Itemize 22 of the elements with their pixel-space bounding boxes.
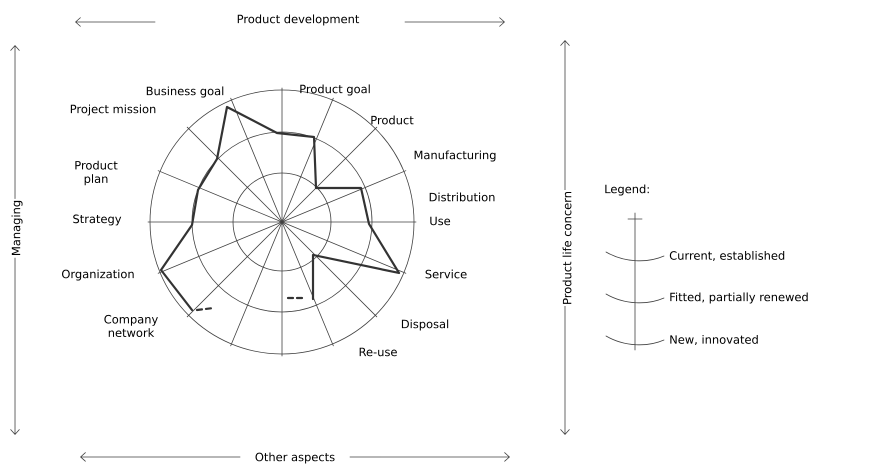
axis-label: Managing (10, 198, 24, 258)
legend-title: Legend: (605, 184, 649, 196)
legend-text: Current, established (670, 250, 784, 261)
spoke-label: Strategy (73, 214, 122, 226)
spoke-label: Product goal (300, 84, 370, 96)
spoke-label: Project mission (70, 104, 156, 116)
legend-text: New, innovated (670, 334, 758, 345)
spoke-label: Disposal (402, 319, 448, 331)
spoke-label: Product plan (75, 160, 118, 186)
spoke-label: Distribution (430, 192, 494, 202)
axis-label: Other aspects (256, 452, 335, 464)
axis-label: Product life concern (562, 190, 572, 306)
spoke-label: Service (426, 270, 467, 278)
spoke-label: Product (371, 116, 414, 124)
spoke-label: Use (430, 216, 450, 226)
spoke-label: Re-use (360, 348, 397, 356)
legend-text: Fitted, partially renewed (670, 292, 808, 304)
spoke-label: Business goal (146, 86, 224, 98)
spoke-label: Manufacturing (414, 150, 496, 162)
spoke-label: Company network (104, 314, 158, 338)
spoke-label: Organization (62, 269, 134, 281)
axis-label: Product development (238, 14, 360, 26)
